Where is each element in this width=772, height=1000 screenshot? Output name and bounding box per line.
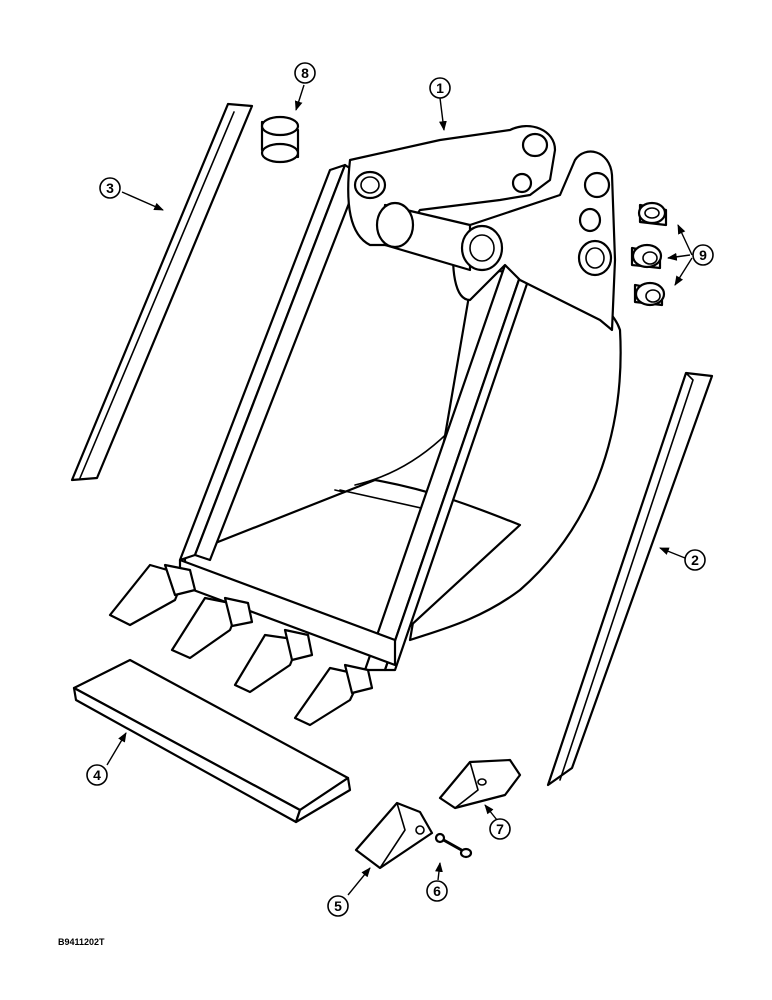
svg-text:5: 5 <box>334 898 342 914</box>
bucket-assembly <box>108 125 622 727</box>
svg-text:1: 1 <box>436 80 444 96</box>
retaining-pin <box>434 832 473 859</box>
callout-3: 3 <box>99 177 121 199</box>
tooth-adapter <box>354 801 434 870</box>
svg-text:9: 9 <box>699 247 707 263</box>
svg-text:7: 7 <box>496 821 504 837</box>
svg-text:4: 4 <box>93 767 101 783</box>
callout-6: 6 <box>426 880 448 902</box>
callout-2: 2 <box>684 549 706 571</box>
callout-9: 9 <box>692 244 714 266</box>
svg-text:2: 2 <box>691 552 699 568</box>
callout-7: 7 <box>489 818 511 840</box>
cutting-edge <box>72 658 352 824</box>
callout-5: 5 <box>327 895 349 917</box>
leader-lines <box>106 84 693 896</box>
drawing-code: B9411202T <box>58 937 105 947</box>
bushing-middle <box>630 243 663 270</box>
callout-4: 4 <box>86 764 108 786</box>
svg-text:3: 3 <box>106 180 114 196</box>
bushing-top <box>637 201 668 227</box>
svg-text:8: 8 <box>301 65 309 81</box>
callout-1: 1 <box>429 77 451 99</box>
single-bushing <box>260 115 300 164</box>
callout-8: 8 <box>294 62 316 84</box>
right-side-cutter <box>546 371 714 787</box>
bushing-set <box>630 201 668 307</box>
svg-text:6: 6 <box>433 883 441 899</box>
left-side-cutter <box>70 102 254 482</box>
bushing-bottom <box>633 281 666 307</box>
bucket-tooth <box>438 758 522 810</box>
